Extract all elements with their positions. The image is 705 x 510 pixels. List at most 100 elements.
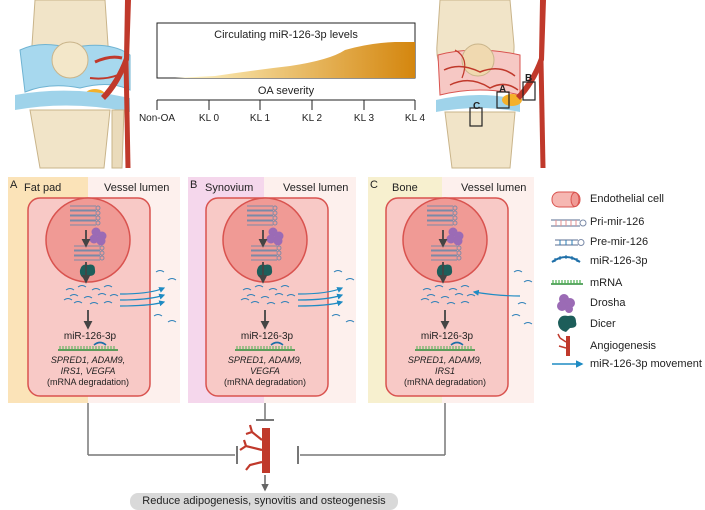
pri-mir-126 <box>70 215 96 221</box>
mir-126-3p <box>63 298 73 301</box>
pre-mir-126 <box>431 255 457 261</box>
mir-126-3p <box>420 298 430 301</box>
mir-126-3p <box>448 288 458 291</box>
angiogenesis-icon <box>239 424 270 473</box>
legend-label-mrna: mRNA <box>590 277 623 289</box>
legend <box>551 191 587 368</box>
panel-molecular-content <box>58 205 533 351</box>
pri-mir-126 <box>247 210 273 216</box>
pri-mir-126 <box>70 205 96 211</box>
mirna-movement-arrow <box>119 287 166 295</box>
mir-126-3p <box>103 301 113 304</box>
mir-126-3p <box>460 301 470 304</box>
circulating-mir-126-3p <box>345 320 355 323</box>
legend-label-movement: miR-126-3p movement <box>590 358 702 370</box>
mir-126-3p <box>266 302 276 305</box>
tick-label-kl0: KL 0 <box>198 113 220 124</box>
mir-126-3p <box>65 288 75 291</box>
dicer-icon <box>558 315 577 332</box>
mir-126-3p <box>446 302 456 305</box>
panel-c <box>368 177 534 403</box>
legend-label-endothelial-cell: Endothelial cell <box>590 193 664 205</box>
severity-chart <box>156 22 416 110</box>
pri-mir-126 <box>70 210 96 216</box>
panel-c-genes-1: SPRED1, ADAM9, <box>407 355 483 365</box>
pre-mir-126 <box>74 250 100 256</box>
mir-126-3p <box>83 296 93 299</box>
panel-a-tissue-label: Fat pad <box>24 182 62 194</box>
circulating-mir-126-3p <box>331 314 341 317</box>
mirna-movement-arrow <box>119 293 166 301</box>
mir-126-3p <box>246 294 256 297</box>
legend-label-dicer: Dicer <box>590 318 616 330</box>
mir-126-3p <box>250 301 260 304</box>
panel-a <box>8 177 180 403</box>
mir-126-3p <box>426 294 436 297</box>
tick-label-kl2: KL 2 <box>301 113 323 124</box>
circulating-mir-126-3p <box>523 322 533 325</box>
endothelial-cell-icon <box>551 191 581 208</box>
panel-a-note: (mRNA degradation) <box>46 377 130 387</box>
severity-chart-title: Circulating miR-126-3p levels <box>214 29 358 41</box>
mir-126-3p <box>460 285 470 288</box>
mirna-movement-arrow <box>119 300 166 307</box>
pri-mir-126 <box>70 220 96 226</box>
drosha <box>89 234 99 244</box>
mir-126-3p <box>91 288 101 291</box>
mirna-movement-arrow <box>472 289 521 297</box>
mir-126-3p <box>109 294 119 297</box>
panel-a-genes-2: IRS1, VEGFA <box>60 366 116 376</box>
mir-126-3p <box>440 296 450 299</box>
mir-126-3p <box>454 293 464 296</box>
panel-c-genes-2: IRS1 <box>434 366 456 376</box>
circulating-mir-126-3p <box>523 280 533 283</box>
mir-126-3p <box>280 285 290 288</box>
mir-126-3p <box>77 285 87 288</box>
legend-label-angiogenesis: Angiogenesis <box>590 340 657 352</box>
mir-126-3p <box>280 301 290 304</box>
pri-mir-126 <box>427 220 453 226</box>
outcome-box <box>130 493 398 510</box>
mir-126-3p <box>254 285 264 288</box>
mir-126-3p <box>286 294 296 297</box>
legend-label-drosha: Drosha <box>590 297 626 309</box>
panel-a-genes-1: SPRED1, ADAM9, <box>50 355 126 365</box>
pre-mir-126-icon <box>555 239 585 246</box>
mir-level-curve <box>175 42 415 78</box>
circulating-mir-126-3p <box>167 320 177 323</box>
pre-mir-126 <box>431 250 457 256</box>
pri-mir-126 <box>427 210 453 216</box>
circulating-mir-126-3p <box>513 270 523 273</box>
pre-mir-126 <box>74 255 100 261</box>
circulating-mir-126-3p <box>153 314 163 317</box>
panel-b-mirna-label: miR-126-3p <box>240 331 294 342</box>
knee-marker-b: B <box>525 73 533 84</box>
mir-126-3p <box>73 301 83 304</box>
circulating-mir-126-3p <box>511 314 521 317</box>
circulating-mir-126-3p <box>345 278 355 281</box>
mir-126-3p <box>274 293 284 296</box>
panel-b-genes-2: VEGFA <box>250 366 280 376</box>
panel-b-note: (mRNA degradation) <box>223 377 307 387</box>
mirna-movement-arrow <box>297 293 344 301</box>
pri-mir-126 <box>427 205 453 211</box>
pri-mir-126 <box>247 215 273 221</box>
mir-126-3p <box>260 296 270 299</box>
drosha <box>273 236 283 246</box>
panel-b-tissue-label: Synovium <box>205 182 254 194</box>
pri-mir-126-icon <box>551 219 587 227</box>
mir-126-3p <box>103 285 113 288</box>
drosha <box>453 236 463 246</box>
region-c-box <box>469 107 483 127</box>
circulating-mir-126-3p <box>517 302 527 305</box>
pri-mir-126 <box>247 205 273 211</box>
tick-label-kl3: KL 3 <box>353 113 375 124</box>
panel-c-lumen-label: Vessel lumen <box>461 182 527 194</box>
mir-126-3p <box>89 302 99 305</box>
panel-a-lumen-label: Vessel lumen <box>104 182 170 194</box>
drosha <box>96 236 106 246</box>
tick-label-non-oa: Non-OA <box>138 113 176 124</box>
bound-mirna <box>270 341 284 346</box>
mir-126-3p <box>240 298 250 301</box>
legend-label-mir-126-3p: miR-126-3p <box>590 255 648 267</box>
